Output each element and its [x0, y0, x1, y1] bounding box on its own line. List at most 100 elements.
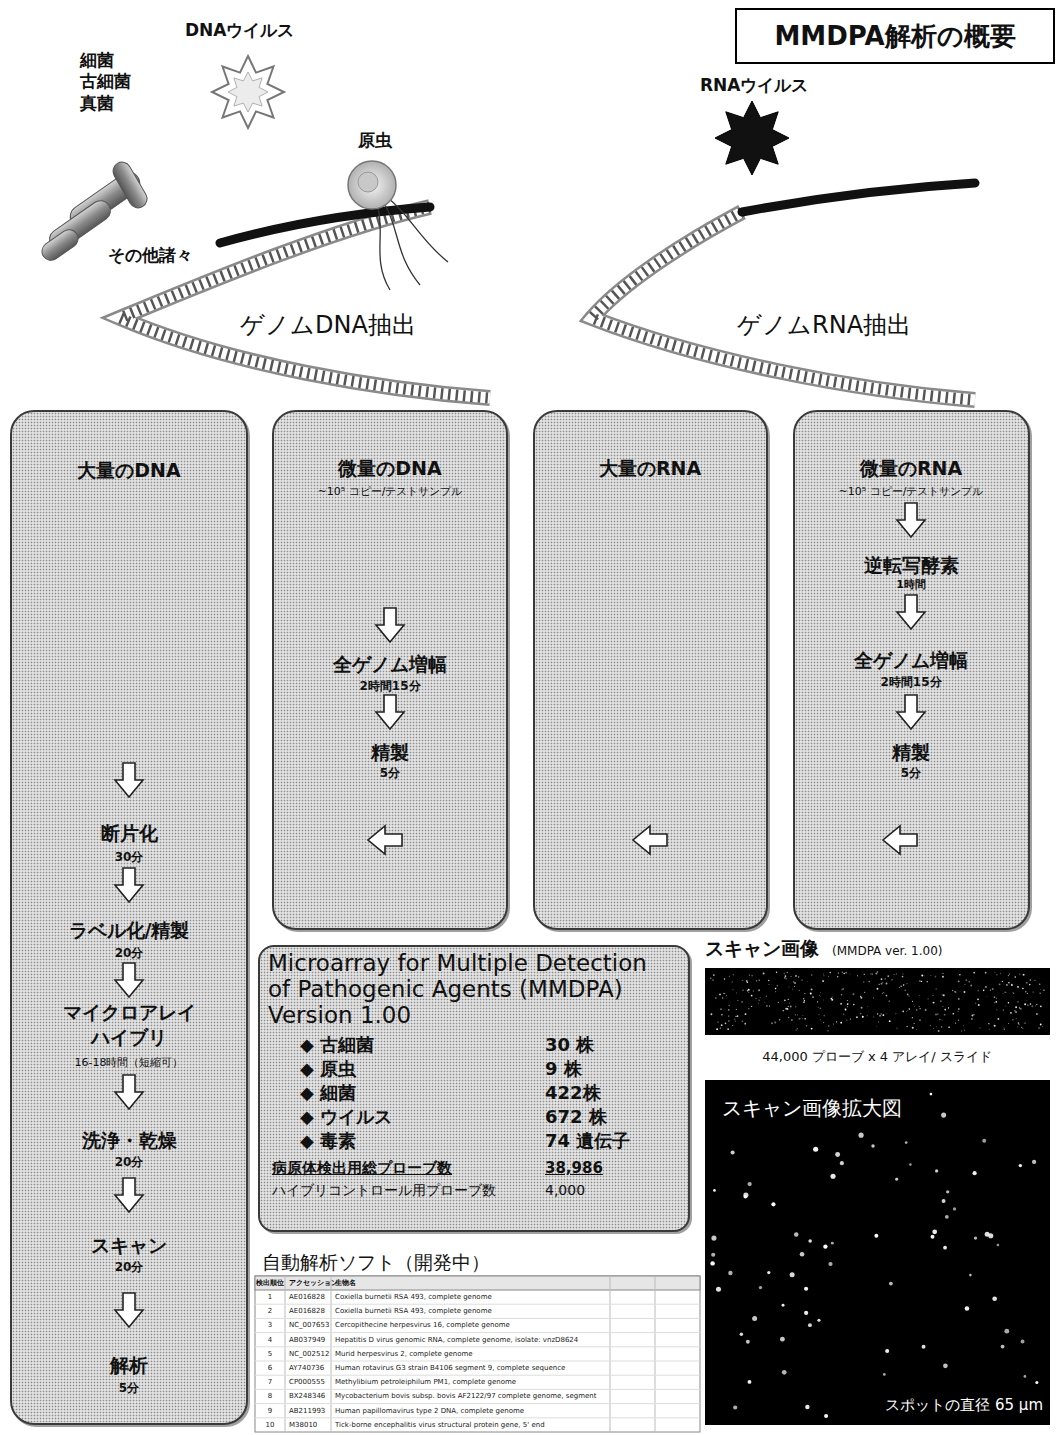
scan-spot [936, 1026, 938, 1028]
bacterium-rod [110, 159, 151, 211]
scan-spot [990, 990, 991, 991]
scan-spot [866, 1006, 868, 1008]
scan-spot [997, 1018, 999, 1020]
scan-spot [1020, 1008, 1022, 1010]
box-heading: 大量のDNA [77, 459, 180, 482]
scan-spot [921, 981, 922, 982]
scan-spot [777, 985, 778, 986]
scan-spot [1018, 1022, 1019, 1023]
box-text: スキャン [91, 1234, 167, 1257]
scan-spot [1024, 1022, 1026, 1024]
scan-spot [842, 971, 843, 972]
scan-spot [771, 1202, 775, 1206]
hollow-arrow [115, 1075, 143, 1109]
scan-spot [784, 977, 786, 979]
scan-spot [874, 1234, 878, 1238]
organism-label: RNAウイルス [700, 75, 808, 95]
scan-spot [747, 1182, 751, 1186]
scan-spot [847, 1006, 848, 1007]
scan-spot [1035, 1381, 1038, 1384]
scan-spot [994, 996, 996, 998]
scan-spot [878, 1021, 879, 1022]
figure-label: スキャン画像拡大図 [722, 1096, 902, 1120]
scan-spot [787, 1008, 789, 1010]
scan-spot [749, 974, 750, 975]
scan-spot [779, 1019, 781, 1021]
scan-spot [889, 1282, 893, 1286]
organism-label: 原虫 [358, 130, 392, 150]
scan-spot [935, 976, 937, 978]
scan-spot [829, 972, 831, 974]
box-text: ◆ 古細菌 [300, 1034, 374, 1056]
scan-spot [861, 1007, 863, 1009]
scan-spot [889, 1020, 891, 1022]
scan-spot [974, 1236, 977, 1239]
scan-spot [853, 1004, 854, 1005]
scan-spot [735, 1016, 736, 1017]
scan-spot [823, 1022, 824, 1023]
scan-spot [774, 1021, 776, 1023]
scan-spot [889, 1000, 890, 1001]
scan-spot [775, 988, 777, 990]
scan-spot [971, 1018, 972, 1019]
box-text: 断片化 [101, 822, 158, 845]
scan-spot [731, 981, 733, 983]
scan-spot [1042, 1026, 1044, 1028]
scan-spot [1012, 992, 1013, 993]
hollow-arrow [376, 695, 404, 729]
scan-spot [954, 991, 956, 993]
scan-spot [728, 1015, 729, 1016]
scan-spot [919, 1006, 920, 1007]
scan-spot [895, 1013, 896, 1014]
table-rule [331, 1276, 332, 1432]
scan-spot [759, 1000, 760, 1001]
table-cell: Coxiella burnetii RSA 493, complete geno… [335, 1293, 492, 1301]
scan-spot [776, 971, 777, 972]
scan-spot [1019, 973, 1020, 974]
scan-spot [1022, 1027, 1024, 1029]
box-text: ◆ 細菌 [300, 1082, 356, 1104]
scan-spot [1003, 1027, 1004, 1028]
box-text: 20分 [115, 1155, 144, 1169]
scan-spot [970, 985, 972, 987]
box-text: ~10⁵ コピー/テストサンプル [839, 485, 984, 498]
scan-spot [804, 1018, 806, 1020]
scan-spot [845, 1009, 847, 1011]
scan-spot [1004, 1029, 1005, 1030]
scan-spot [759, 980, 760, 981]
box-text: 20分 [115, 1260, 144, 1274]
scan-spot [964, 991, 966, 993]
rna-virus [715, 101, 789, 175]
box-text: 2時間15分 [359, 679, 420, 693]
table-row-rule [255, 1304, 700, 1305]
scan-spot [800, 1252, 805, 1257]
workflow-column: 大量のDNA断片化30分ラベル化/精製20分マイクロアレイ ハイブリ16-18時… [10, 410, 248, 1425]
scan-spot [881, 978, 883, 980]
scan-spot [1021, 1340, 1025, 1344]
scan-spot [724, 978, 725, 979]
scan-spot [811, 974, 812, 975]
scan-spot [775, 991, 777, 993]
scan-spot [856, 1016, 858, 1018]
scan-spot [868, 981, 869, 982]
scan-spot [994, 971, 996, 973]
table-row-rule [255, 1375, 700, 1376]
scan-spot [840, 1003, 842, 1005]
box-text: 422株 [545, 1082, 601, 1104]
scan-spot [944, 1014, 946, 1016]
strand-band [742, 183, 975, 212]
scan-spot [952, 990, 953, 991]
scan-spot [740, 1333, 743, 1336]
scan-spot [795, 1006, 796, 1007]
scan-spot [838, 972, 839, 973]
box-text: 5分 [901, 766, 921, 780]
scan-spot [899, 987, 900, 988]
scan-spot [977, 990, 979, 992]
hollow-arrow [883, 826, 917, 854]
scan-spot [831, 1242, 834, 1245]
scan-spot [961, 1030, 962, 1031]
scan-spot [794, 1232, 798, 1236]
scan-spot [741, 1001, 742, 1002]
scan-spot [802, 979, 803, 980]
scan-spot [983, 990, 985, 992]
